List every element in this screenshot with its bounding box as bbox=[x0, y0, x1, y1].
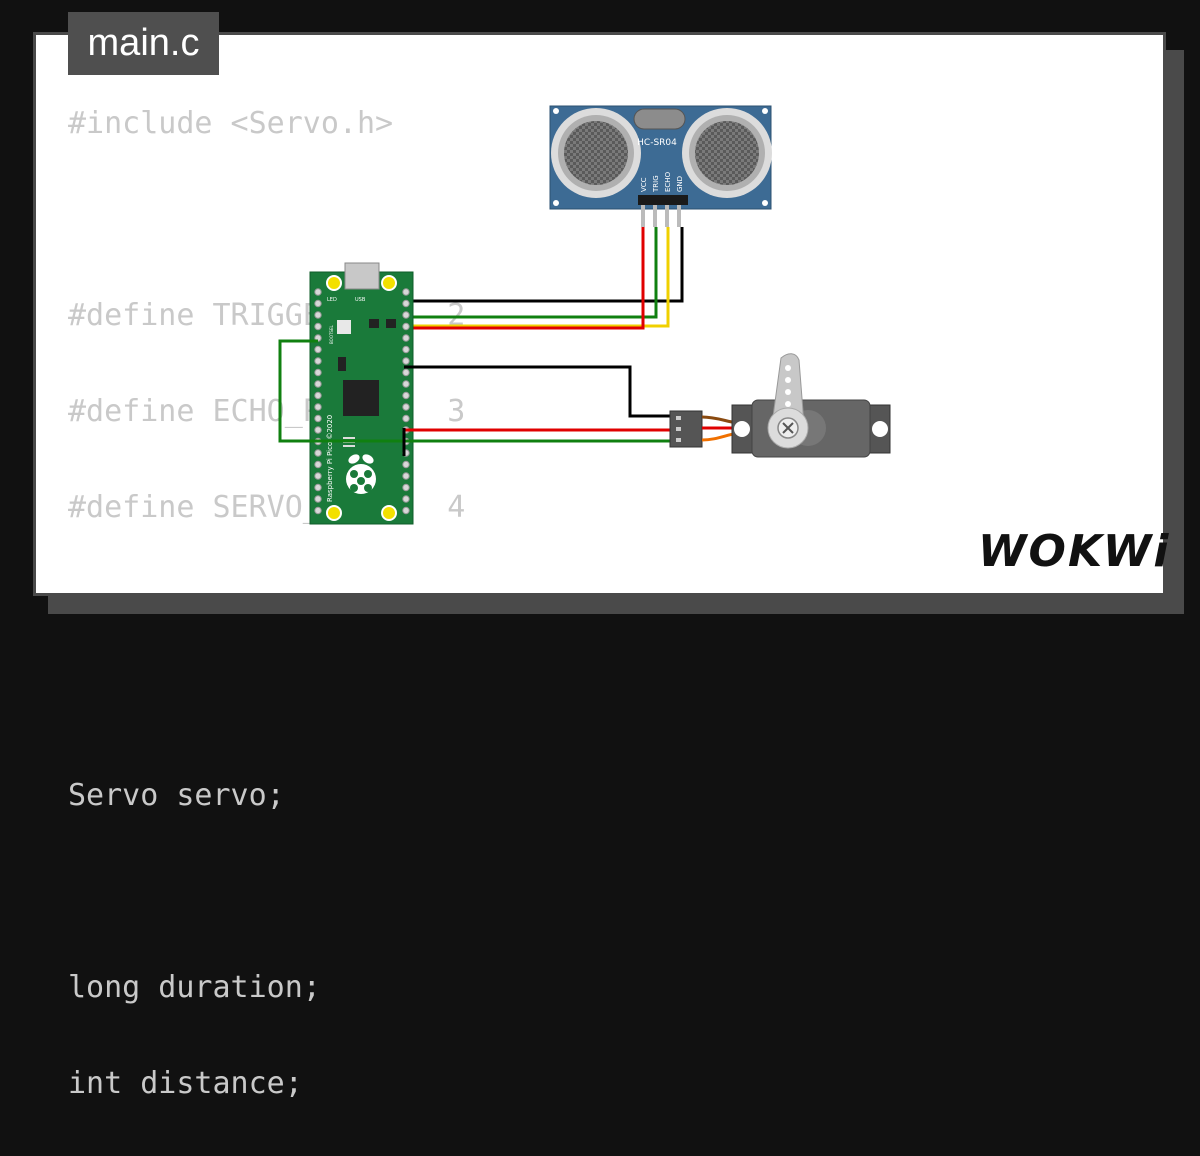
pico-pin[interactable] bbox=[314, 449, 322, 457]
pico-pin[interactable] bbox=[314, 403, 322, 411]
pico-pin[interactable] bbox=[402, 322, 410, 331]
pico-pin[interactable] bbox=[314, 426, 322, 434]
servo-connector bbox=[669, 410, 703, 448]
pico-pin[interactable] bbox=[314, 506, 322, 515]
pico-pin[interactable] bbox=[314, 483, 322, 492]
code-line-7 bbox=[68, 676, 465, 724]
pico-pin[interactable] bbox=[402, 506, 410, 515]
pico-led-label: LED bbox=[327, 297, 337, 303]
wire-servo-gnd[interactable] bbox=[404, 365, 672, 418]
pico-pin[interactable] bbox=[314, 391, 322, 400]
bootsel-button[interactable] bbox=[337, 320, 351, 334]
pico-pin[interactable] bbox=[402, 495, 410, 503]
wire-trig[interactable] bbox=[404, 227, 658, 319]
pico-pin[interactable] bbox=[402, 380, 410, 388]
wire-vcc[interactable] bbox=[312, 227, 645, 330]
file-tab-main-c[interactable]: main.c bbox=[68, 12, 219, 75]
sensor-pin-trig-label: TRIG bbox=[652, 175, 660, 193]
pico-pin[interactable] bbox=[402, 357, 410, 365]
code-line-9 bbox=[68, 868, 465, 916]
wokwi-logo: WOKWi bbox=[978, 526, 1171, 577]
pico-left-pin-header bbox=[314, 288, 322, 515]
pico-pin[interactable] bbox=[402, 311, 410, 319]
pico-pin[interactable] bbox=[314, 472, 322, 480]
bootsel-label: BOOTSEL bbox=[329, 325, 334, 344]
pico-pin[interactable] bbox=[314, 288, 322, 296]
hc-sr04-sensor[interactable]: HC-SR04 VCC TRIG ECHO GND bbox=[549, 105, 772, 227]
wire-gnd[interactable] bbox=[404, 227, 684, 303]
pico-pin[interactable] bbox=[314, 357, 322, 365]
pico-pin[interactable] bbox=[402, 460, 410, 469]
pico-board-label: Raspberry Pi Pico ©2020 bbox=[326, 415, 334, 502]
servo-wires bbox=[402, 365, 672, 456]
pico-pin[interactable] bbox=[314, 495, 322, 503]
pico-usb-label: USB bbox=[355, 297, 366, 303]
wire-echo[interactable] bbox=[404, 227, 670, 328]
rp2040-chip bbox=[343, 380, 379, 416]
pico-pin[interactable] bbox=[402, 414, 410, 423]
usb-connector bbox=[344, 262, 380, 290]
servo-motor[interactable] bbox=[669, 353, 891, 458]
pico-pin[interactable] bbox=[402, 368, 410, 377]
code-line-1: #include <Servo.h> bbox=[68, 106, 394, 141]
code-line-10: long duration; bbox=[68, 970, 321, 1005]
pico-pin[interactable] bbox=[402, 391, 410, 400]
code-line-8: Servo servo; bbox=[68, 778, 285, 813]
sensor-model-label: HC-SR04 bbox=[637, 138, 677, 148]
wire-servo-signal[interactable] bbox=[278, 339, 404, 443]
sensor-wires bbox=[312, 227, 684, 330]
pico-pin[interactable] bbox=[314, 368, 322, 377]
pico-pin[interactable] bbox=[314, 322, 322, 331]
pico-pin[interactable] bbox=[402, 403, 410, 411]
sensor-pin-gnd-label: GND bbox=[676, 176, 684, 192]
sensor-pin-echo-label: ECHO bbox=[664, 171, 672, 192]
pico-pin[interactable] bbox=[402, 334, 410, 342]
pico-pin[interactable] bbox=[314, 345, 322, 354]
pico-pin[interactable] bbox=[314, 460, 322, 469]
sensor-transducer-left bbox=[551, 108, 641, 198]
circuit-diagram: HC-SR04 VCC TRIG ECHO GND LED USB BOOTSE… bbox=[278, 105, 891, 525]
pico-pin[interactable] bbox=[402, 472, 410, 480]
sensor-pin-vcc-label: VCC bbox=[640, 177, 648, 192]
pico-pin[interactable] bbox=[314, 311, 322, 319]
pico-pin[interactable] bbox=[314, 299, 322, 308]
pico-pin[interactable] bbox=[314, 380, 322, 388]
raspberry-logo-icon bbox=[346, 454, 376, 494]
pico-pin[interactable] bbox=[402, 483, 410, 492]
pico-pin[interactable] bbox=[402, 299, 410, 308]
raspberry-pi-pico-board[interactable]: LED USB BOOTSEL Raspberry Pi Pico ©2020 bbox=[309, 262, 414, 525]
pico-pin[interactable] bbox=[402, 288, 410, 296]
pico-pin[interactable] bbox=[402, 345, 410, 354]
sensor-transducer-right bbox=[682, 108, 772, 198]
pico-pin[interactable] bbox=[314, 414, 322, 423]
code-line-11: int distance; bbox=[68, 1066, 303, 1101]
